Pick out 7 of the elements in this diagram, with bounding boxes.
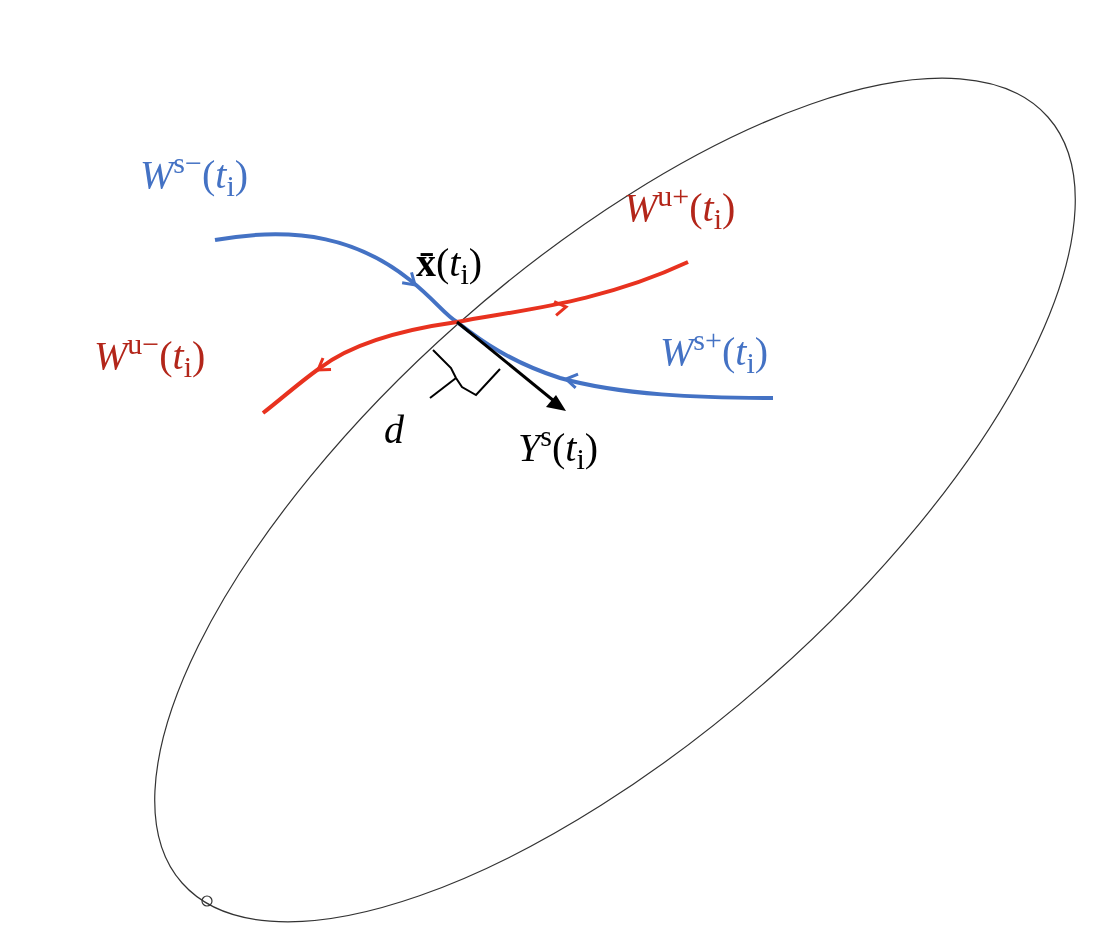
math-label: W$^{u+}$(t$_{i}$) — [624, 188, 736, 228]
math-label: W$^{s+}$(t$_{i}$) — [660, 332, 769, 372]
math-label: W$^{s−}$(t$_{i}$) — [140, 155, 249, 195]
math-label: Y$^{s}$(t$_{i}$) — [518, 428, 599, 468]
math-label: d — [384, 410, 404, 450]
math-label: W$^{u−}$(t$_{i}$) — [94, 336, 206, 376]
math-label: x̄(t$_{i}$) — [416, 243, 483, 283]
